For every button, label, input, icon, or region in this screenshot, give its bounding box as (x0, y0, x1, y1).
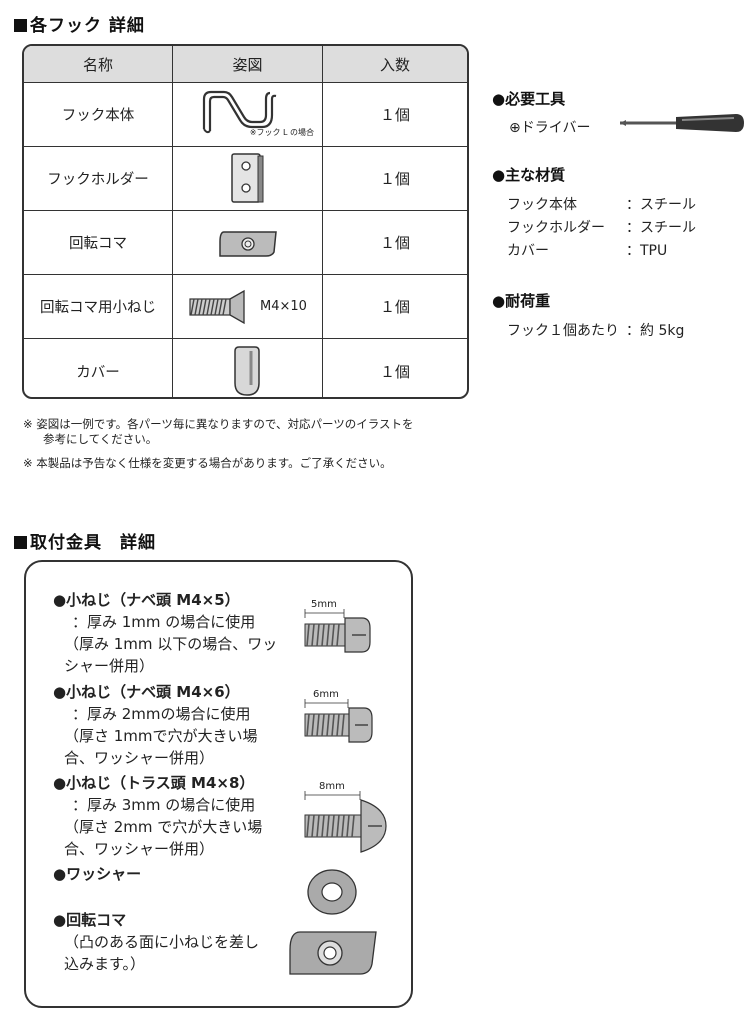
material-value: ：TPU (626, 243, 668, 259)
fitting-heading: ●小ねじ（ナベ頭 M4×5） (53, 591, 240, 609)
fitting-heading: ●回転コマ (53, 911, 127, 929)
screwdriver-icon (620, 114, 744, 132)
pan-head-screw-m4x5-icon (304, 609, 371, 653)
tools-item: ⊕ドライバー (509, 120, 591, 136)
part-qty: １個 (379, 362, 410, 381)
part-qty: １個 (379, 170, 410, 188)
cover-icon (233, 346, 260, 396)
part-qty: １個 (379, 106, 410, 124)
part-name: フック本体 (24, 83, 173, 146)
square-bullet-icon (14, 536, 27, 549)
header-figure: 姿図 (173, 46, 323, 82)
fitting-line: シャー併用） (64, 657, 155, 675)
pan-head-screw-m4x6-icon (304, 699, 373, 743)
dim-label: 6mm (313, 689, 339, 700)
part-name: 回転コマ (24, 211, 173, 274)
fitting-line: 合、ワッシャー併用） (64, 749, 215, 767)
washer-icon (307, 869, 357, 915)
note-2: ※ 本製品は予告なく仕様を変更する場合があります。ご了承ください。 (23, 456, 392, 470)
table-header: 名称 姿図 入数 (24, 46, 467, 83)
small-screw-icon (189, 289, 245, 324)
material-value: ：スチール (626, 197, 696, 213)
fitting-line: 込みます。） (64, 955, 146, 973)
part-name: フックホルダー (24, 147, 173, 210)
part-qty: １個 (379, 298, 410, 316)
load-label: フック１個あたり (507, 323, 619, 339)
table-row: フック本体 ※フック L の場合 １個 (24, 83, 467, 147)
table-row: 回転コマ用小ねじ M4×10 １個 (24, 275, 467, 339)
section-title-fittings: 取付金具 詳細 (14, 528, 156, 553)
tools-heading: ●必要工具 (492, 90, 566, 108)
material-label: フック本体 (507, 197, 577, 213)
load-heading: ●耐荷重 (492, 292, 551, 310)
part-name: カバー (24, 339, 173, 397)
square-bullet-icon (14, 19, 27, 32)
header-name: 名称 (24, 46, 173, 82)
table-row: 回転コマ １個 (24, 211, 467, 275)
fitting-heading: ●小ねじ（ナベ頭 M4×6） (53, 683, 240, 701)
fitting-line: （厚さ 2mm で穴が大きい場 (64, 818, 263, 836)
rotating-piece-icon (218, 230, 277, 257)
screw-size-label: M4×10 (260, 299, 307, 314)
figure-cell: M4×10 (173, 275, 323, 338)
fitting-line: ：厚み 1mm の場合に使用 (72, 613, 256, 631)
part-name: 回転コマ用小ねじ (24, 275, 173, 338)
figure-cell (173, 147, 323, 210)
dim-label: 8mm (319, 781, 345, 792)
rotating-piece-icon (289, 931, 377, 975)
table-row: カバー １個 (24, 339, 467, 397)
part-qty: １個 (379, 234, 410, 252)
figure-cell (173, 339, 323, 397)
hook-note: ※フック L の場合 (249, 128, 314, 137)
hook-holder-icon (230, 152, 263, 203)
fitting-line: （凸のある面に小ねじを差し (64, 933, 260, 951)
fitting-line: （厚さ 1mmで穴が大きい場 (64, 727, 258, 745)
fitting-line: 合、ワッシャー併用） (64, 840, 215, 858)
parts-table: 名称 姿図 入数 フック本体 ※フック L の場合 １個 フックホルダー １個 (22, 44, 469, 399)
hook-body-icon (202, 90, 276, 133)
truss-head-screw-m4x8-icon (304, 791, 387, 853)
fitting-heading: ●小ねじ（トラス頭 M4×8） (53, 774, 255, 792)
fitting-line: ：厚み 3mm の場合に使用 (72, 796, 256, 814)
header-qty: 入数 (379, 55, 410, 74)
fitting-heading: ●ワッシャー (53, 865, 142, 883)
fitting-line: ：厚み 2mmの場合に使用 (72, 705, 251, 723)
note-1: ※ 姿図は一例です。各パーツ毎に異なりますので、対応パーツのイラストを (23, 417, 414, 431)
figure-cell: ※フック L の場合 (173, 83, 323, 146)
note-1-cont: 参考にしてください。 (43, 432, 158, 446)
materials-heading: ●主な材質 (492, 166, 566, 184)
fittings-box (24, 560, 413, 1008)
table-row: フックホルダー １個 (24, 147, 467, 211)
figure-cell (173, 211, 323, 274)
dim-label: 5mm (311, 599, 337, 610)
material-value: ：スチール (626, 220, 696, 236)
material-label: フックホルダー (507, 220, 605, 236)
section-title-hooks: 各フック 詳細 (14, 11, 145, 36)
fitting-line: （厚み 1mm 以下の場合、ワッ (64, 635, 278, 653)
material-label: カバー (507, 243, 549, 259)
load-value: ：約 5kg (626, 323, 685, 339)
